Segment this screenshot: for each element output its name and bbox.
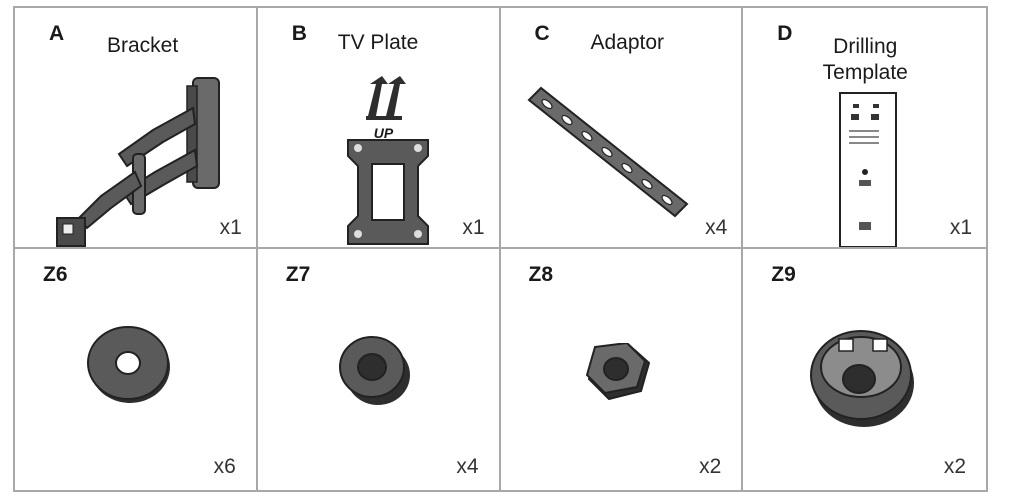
part-letter: B	[291, 22, 307, 45]
part-quantity: x1	[462, 216, 485, 239]
part-cell-tv-plate: B TV Plate UP x1	[257, 8, 501, 249]
part-letter: A	[49, 22, 65, 45]
part-quantity: x1	[949, 216, 972, 239]
part-name: TV Plate	[337, 31, 419, 54]
part-letter: Z7	[285, 263, 311, 286]
thick-washer-icon	[338, 336, 410, 405]
flat-washer-icon	[87, 326, 170, 403]
adaptor-icon	[527, 86, 688, 218]
drilling-template-icon	[839, 92, 898, 247]
part-quantity: x4	[456, 455, 479, 478]
part-cell-drilling-template: D Drilling Template x1	[743, 8, 986, 249]
part-cell-z7: Z7 x4	[258, 249, 501, 490]
part-cell-bracket: A Bracket x1	[15, 8, 258, 249]
part-cell-z9: Z9 x2	[743, 249, 986, 490]
tv-plate-icon	[346, 76, 429, 245]
part-letter: Z9	[771, 263, 796, 286]
part-letter: D	[777, 22, 793, 45]
parts-grid: A Bracket x1 B TV Plate UP x1	[13, 6, 988, 492]
part-name-line1: Drilling	[833, 35, 898, 58]
part-quantity: x4	[705, 216, 728, 239]
part-letter: Z8	[528, 263, 554, 286]
part-letter: C	[534, 22, 550, 45]
part-quantity: x6	[213, 455, 236, 478]
part-quantity: x2	[943, 455, 966, 478]
part-name: Bracket	[107, 34, 179, 57]
part-letter: Z6	[43, 263, 68, 286]
part-name: Adaptor	[590, 31, 665, 54]
hex-nut-icon	[585, 343, 650, 401]
up-label: UP	[373, 125, 394, 141]
part-cell-adaptor: C Adaptor x4	[500, 8, 744, 249]
part-name-line2: Template	[822, 61, 908, 84]
part-quantity: x2	[699, 455, 722, 478]
part-cell-z6: Z6 x6	[15, 249, 258, 490]
bracket-icon	[56, 77, 220, 247]
spacer-cap-icon	[810, 330, 915, 427]
part-quantity: x1	[219, 216, 242, 239]
part-cell-z8: Z8 x2	[501, 249, 744, 490]
